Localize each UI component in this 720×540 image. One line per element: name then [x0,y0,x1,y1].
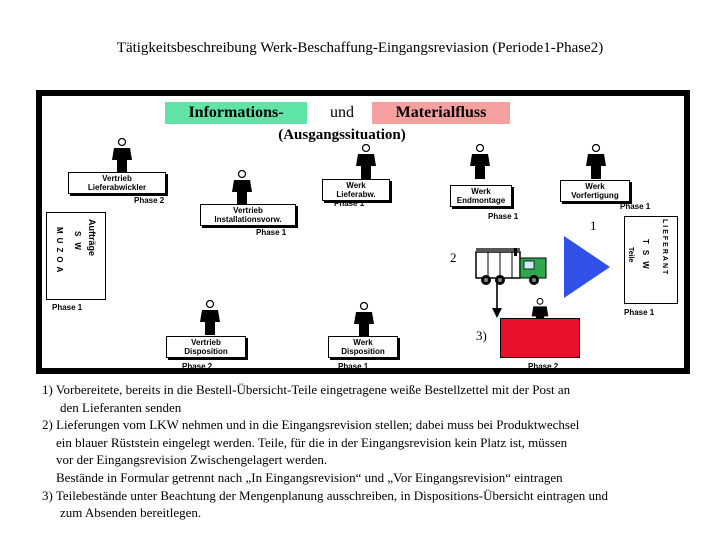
person-icon [354,302,374,337]
diagram-canvas: Informations- und Materialfluss (Ausgang… [42,96,684,368]
eingangsrevision-box [500,318,580,358]
header-ausgangssituation: (Ausgangssituation) [278,127,406,143]
person-icon [232,170,252,205]
teile-label: Teile [627,247,634,263]
person-icon [112,138,132,173]
sw-label: SW [73,231,82,256]
phase-label: Phase 1 [52,303,83,312]
header-materialfluss: Materialfluss [372,102,510,124]
legend-line: zum Absenden bereitlegen. [60,505,202,521]
person-icon [200,300,220,335]
phase-label: Phase 1 [334,199,365,208]
tsw-label: TSW [641,239,650,275]
muzoa-label: MUZOA [55,227,64,277]
header-information: Informations- [165,102,307,124]
auftraege-box: Aufträge SW MUZOA [46,212,106,300]
legend-line: 1) Vorbereitete, bereits in die Bestell-… [42,382,571,397]
marker-3: 3) [476,328,487,343]
lieferant-label: LIEFERANT [661,219,668,277]
phase-label: Phase 1 [488,212,519,221]
truck-icon [475,248,547,285]
phase-label: Phase 1 [624,308,655,317]
phase-label: Phase 1 [620,202,651,211]
auftraege-label: Aufträge [87,219,97,257]
diagram-frame: Informations- und Materialfluss (Ausgang… [36,90,690,374]
phase-label: Phase 1 [256,228,287,237]
phase-label: Phase 2 [528,362,559,368]
legend-line: 2) Lieferungen vom LKW nehmen und in die… [42,417,580,433]
phase-label: Phase 2 [182,362,213,368]
flow-arrow-down [492,282,502,318]
legend-line: den Lieferanten senden [60,399,182,415]
page-title: Tätigkeitsbeschreibung Werk-Beschaffung-… [116,40,604,56]
triangle-arrow-icon [564,236,610,298]
legend-line: ein blauer Rüststein eingelegt werden. T… [56,434,568,450]
legend-text: 1) Vorbereitete, bereits in die Bestell-… [42,381,712,522]
legend-line: vor der Eingangsrevision Zwischengelager… [56,452,328,468]
marker-1: 1 [590,218,597,233]
legend-line: 3) Teilebestände unter Beachtung der Men… [42,487,609,503]
person-icon [356,144,376,179]
header-und: und [330,104,354,121]
legend-line: Bestände in Formular getrennt nach „In E… [56,469,563,485]
marker-2: 2 [450,250,457,265]
phase-label: Phase 1 [338,362,369,368]
person-icon [586,144,606,179]
person-icon [470,144,490,179]
phase-label: Phase 2 [134,196,165,205]
lieferant-box: Teile TSW LIEFERANT [624,216,678,304]
